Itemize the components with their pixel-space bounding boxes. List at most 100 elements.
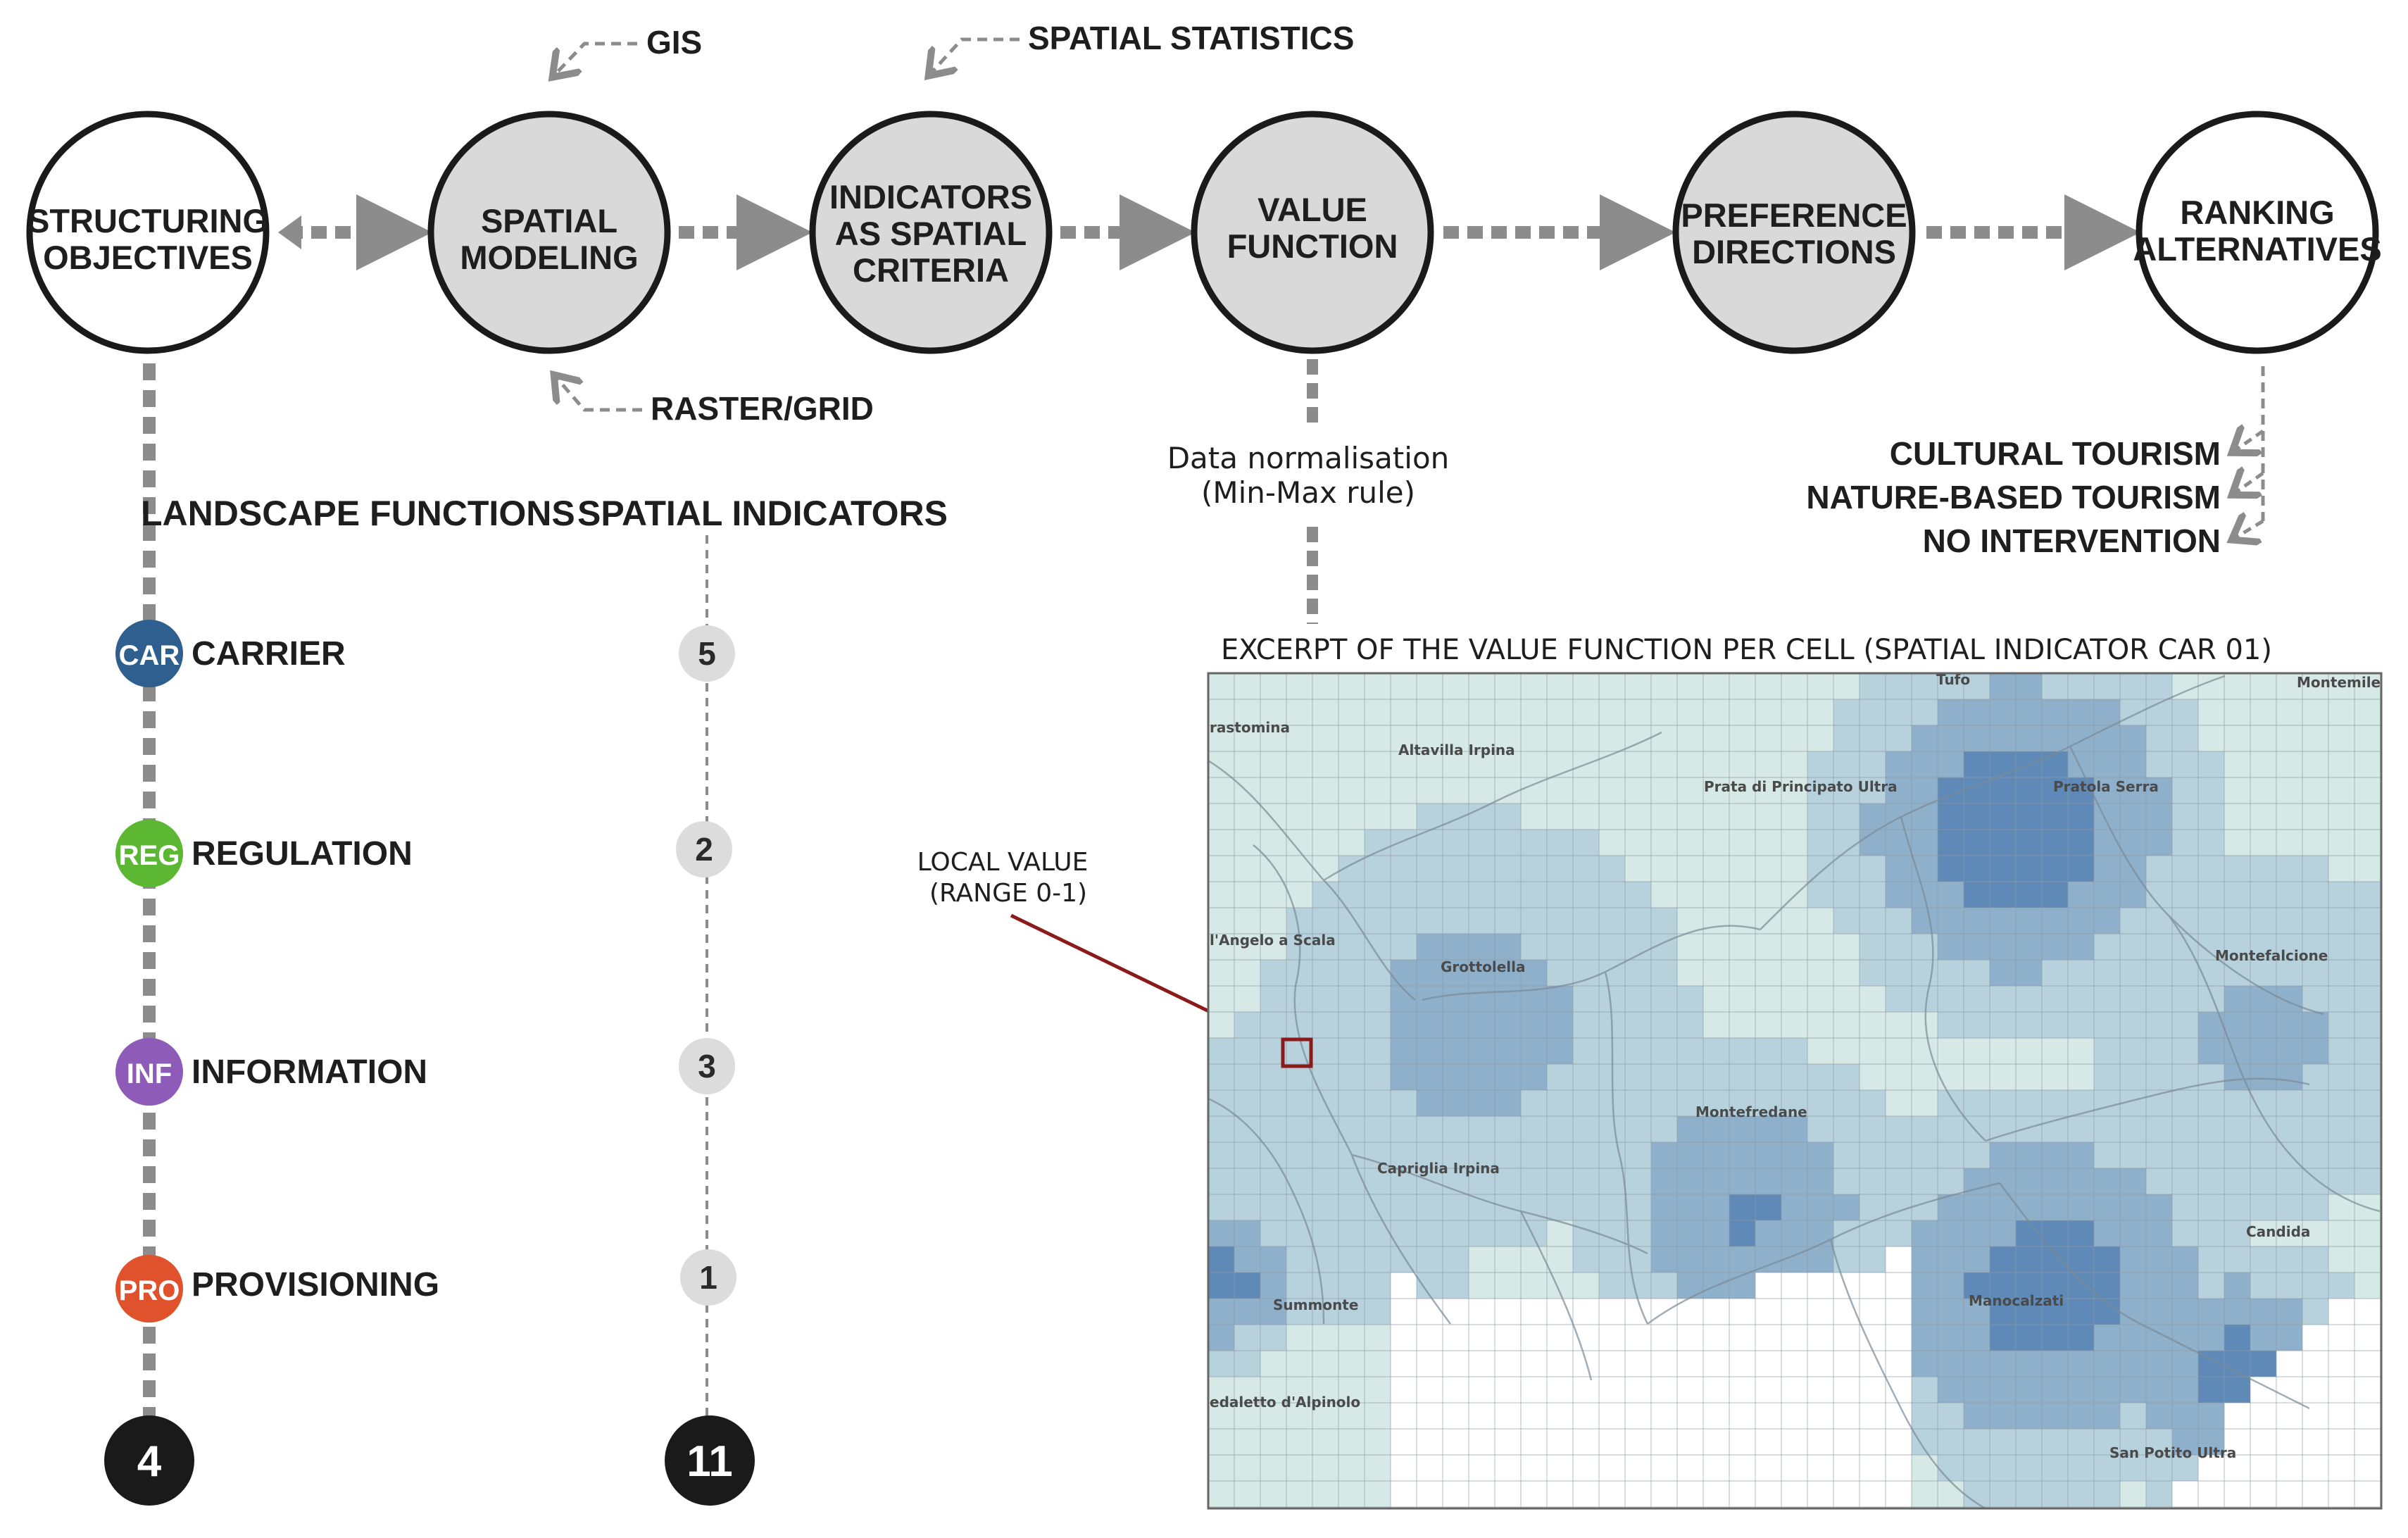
map-cell bbox=[1677, 1168, 1703, 1194]
map-cell bbox=[1208, 1168, 1234, 1194]
map-cell bbox=[1860, 673, 1886, 699]
map-cell bbox=[2146, 1273, 2172, 1299]
map-cell bbox=[2381, 804, 2407, 830]
map-cell bbox=[2354, 1064, 2381, 1090]
step-label-line2: AS SPATIAL bbox=[835, 215, 1027, 252]
map-cell bbox=[1912, 1168, 1938, 1194]
map-cell bbox=[2172, 856, 2198, 882]
map-cell bbox=[1260, 1507, 1286, 1508]
map-cell bbox=[1365, 1455, 1391, 1481]
map-cell bbox=[2302, 1246, 2328, 1273]
information-indicator-count: 3 bbox=[698, 1048, 716, 1084]
map-cell bbox=[1677, 934, 1703, 960]
map-cell bbox=[2302, 1299, 2328, 1325]
map-cell bbox=[1338, 1194, 1365, 1220]
map-cell bbox=[1964, 856, 1990, 882]
map-cell bbox=[1886, 986, 1912, 1012]
map-cell bbox=[2042, 1246, 2068, 1273]
map-cell bbox=[2224, 856, 2250, 882]
map-cell bbox=[2068, 830, 2094, 856]
map-cell bbox=[1625, 856, 1651, 882]
map-cell bbox=[1573, 777, 1599, 804]
map-cell bbox=[1755, 1090, 1781, 1116]
map-grid bbox=[1208, 673, 2381, 1508]
map-cell bbox=[2016, 804, 2042, 830]
map-cell bbox=[2224, 934, 2250, 960]
map-cell bbox=[1781, 1090, 1807, 1116]
map-cell bbox=[1312, 1064, 1338, 1090]
map-cell bbox=[2250, 1246, 2276, 1273]
map-cell bbox=[1912, 1246, 1938, 1273]
map-cell bbox=[2094, 960, 2120, 986]
map-cell bbox=[2198, 986, 2224, 1012]
map-cell bbox=[2328, 804, 2354, 830]
map-cell bbox=[1365, 1246, 1391, 1273]
map-cell bbox=[1521, 673, 1547, 699]
map-cell bbox=[1703, 830, 1729, 856]
map-cell bbox=[1573, 1273, 1599, 1299]
map-cell bbox=[1912, 1299, 1938, 1325]
map-cell bbox=[1964, 1299, 1990, 1325]
map-cell bbox=[1781, 1012, 1807, 1038]
map-cell bbox=[1729, 1142, 1755, 1168]
place-label: rastomina bbox=[1210, 719, 1290, 736]
map-cell bbox=[1417, 1116, 1443, 1142]
map-cell bbox=[1625, 673, 1651, 699]
map-cell bbox=[2198, 908, 2224, 934]
map-cell bbox=[2250, 1168, 2276, 1194]
map-cell bbox=[2146, 1351, 2172, 1377]
carrier-code: CAR bbox=[119, 640, 180, 671]
map-cell bbox=[1365, 960, 1391, 986]
map-cell bbox=[2354, 1220, 2381, 1246]
map-cell bbox=[1443, 725, 1469, 751]
map-cell bbox=[2276, 1194, 2302, 1220]
map-cell bbox=[2250, 960, 2276, 986]
map-cell bbox=[2198, 1377, 2224, 1403]
map-cell bbox=[1338, 1377, 1365, 1403]
alternative-cultural-tourism: CULTURAL TOURISM bbox=[1890, 435, 2221, 472]
map-cell bbox=[2120, 1455, 2146, 1481]
place-label: Manocalzati bbox=[1969, 1292, 2064, 1309]
map-cell bbox=[1651, 1064, 1677, 1090]
map-cell bbox=[2068, 1038, 2094, 1064]
map-cell bbox=[1521, 1220, 1547, 1246]
map-cell bbox=[2224, 1246, 2250, 1273]
map-cell bbox=[2146, 830, 2172, 856]
map-cell bbox=[2381, 1220, 2407, 1246]
map-cell bbox=[2276, 908, 2302, 934]
map-cell bbox=[1391, 673, 1417, 699]
map-cell bbox=[1312, 1273, 1338, 1299]
map-cell bbox=[1495, 1246, 1521, 1273]
map-cell bbox=[1860, 751, 1886, 777]
step-label-line1: SPATIAL bbox=[481, 202, 617, 239]
map-cell bbox=[1938, 882, 1964, 908]
map-cell bbox=[2172, 1429, 2198, 1455]
map-cell bbox=[2328, 882, 2354, 908]
map-cell bbox=[1860, 804, 1886, 830]
map-cell bbox=[1312, 725, 1338, 751]
map-cell bbox=[1938, 960, 1964, 986]
map-cell bbox=[1391, 960, 1417, 986]
map-cell bbox=[1365, 1194, 1391, 1220]
gis-arrow bbox=[555, 42, 637, 75]
map-cell bbox=[1338, 804, 1365, 830]
map-cell bbox=[1938, 1116, 1964, 1142]
map-cell bbox=[1912, 1194, 1938, 1220]
map-cell bbox=[1729, 1273, 1755, 1299]
map-cell bbox=[1443, 1038, 1469, 1064]
provisioning-name: PROVISIONING bbox=[192, 1266, 439, 1303]
map-cell bbox=[2146, 804, 2172, 830]
map-cell bbox=[2381, 1273, 2407, 1299]
map-cell bbox=[1312, 1194, 1338, 1220]
map-cell bbox=[1208, 1194, 1234, 1220]
normalisation-line1: Data normalisation bbox=[1167, 441, 1450, 475]
map-cell bbox=[2381, 934, 2407, 960]
map-cell bbox=[1964, 882, 1990, 908]
map-cell bbox=[1703, 1194, 1729, 1220]
map-cell bbox=[1260, 725, 1286, 751]
map-cell bbox=[1990, 1455, 2016, 1481]
map-cell bbox=[2016, 986, 2042, 1012]
map-cell bbox=[2354, 856, 2381, 882]
map-cell bbox=[1417, 1220, 1443, 1246]
selected-cell-highlight[interactable] bbox=[1281, 1037, 1313, 1068]
